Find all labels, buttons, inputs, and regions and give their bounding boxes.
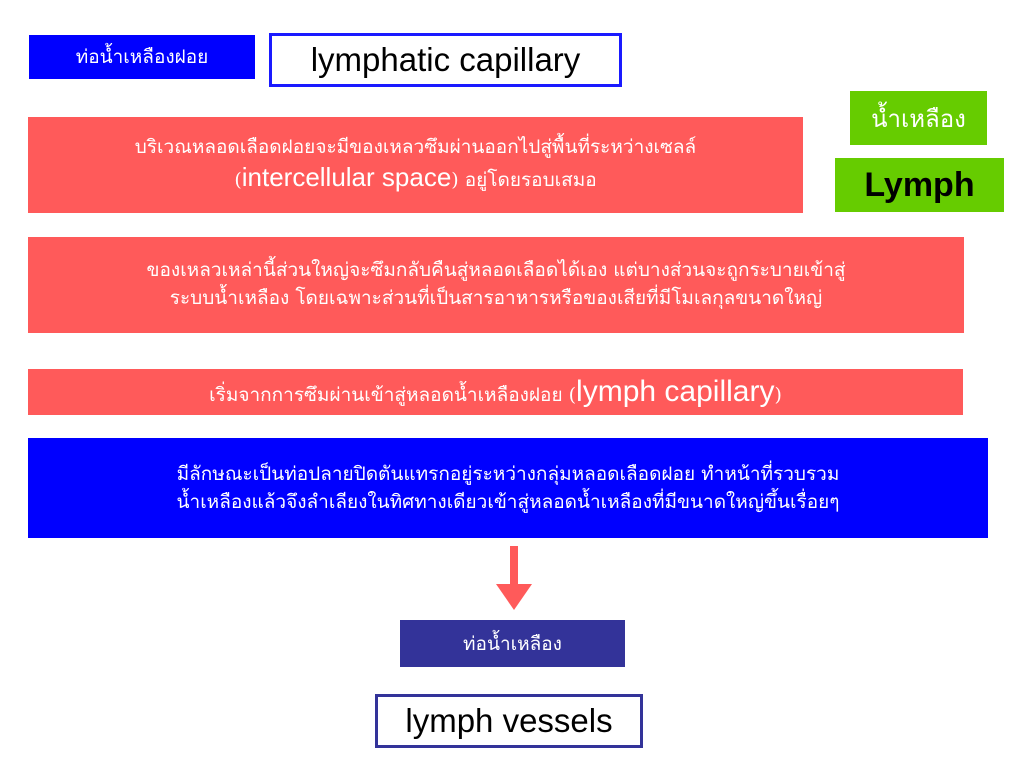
fluid-return-description: ของเหลวเหล่านี้ส่วนใหญ่จะซึมกลับคืนสู่หล… — [28, 237, 964, 333]
intercellular-space-term: intercellular space — [241, 162, 452, 193]
box4-line1: มีลักษณะเป็นท่อปลายปิดตันแทรกอยู่ระหว่าง… — [176, 462, 840, 485]
box1-line2: (intercellular space) อยู่โดยรอบเสมอ — [28, 160, 803, 195]
lymphatic-capillary-thai-text: ท่อน้ำเหลืองฝอย — [75, 46, 209, 68]
lymph-vessels-thai-text: ท่อน้ำเหลือง — [463, 632, 562, 655]
box4-line2: น้ำเหลืองแล้วจึงลำเลียงในทิศทางเดียวเข้า… — [176, 491, 840, 513]
box1-line1: บริเวณหลอดเลือดฝอยจะมีของเหลวซึมผ่านออกไ… — [134, 135, 697, 158]
box3-close-paren: ) — [774, 383, 782, 406]
lymph-capillary-term: lymph capillary — [576, 374, 775, 408]
lymphatic-capillary-thai-label: ท่อน้ำเหลืองฝอย — [29, 35, 255, 79]
lymph-english-label: Lymph — [835, 158, 1004, 212]
down-arrow-icon — [496, 546, 532, 610]
capillary-structure-description: มีลักษณะเป็นท่อปลายปิดตันแทรกอยู่ระหว่าง… — [28, 438, 988, 538]
box3-text-before: เริ่มจากการซึมผ่านเข้าสู่หลอดน้ำเหลืองฝอ… — [209, 383, 577, 406]
box1-line2-rest: อยู่โดยรอบเสมอ — [458, 169, 597, 192]
lymph-thai-label: น้ำเหลือง — [850, 91, 987, 145]
lymph-vessels-english-text: lymph vessels — [405, 702, 613, 739]
lymph-capillary-entry-description: เริ่มจากการซึมผ่านเข้าสู่หลอดน้ำเหลืองฝอ… — [28, 369, 963, 415]
lymphatic-capillary-english-label: lymphatic capillary — [269, 33, 622, 87]
lymphatic-capillary-english-text: lymphatic capillary — [310, 41, 581, 78]
lymph-vessels-english-label: lymph vessels — [375, 694, 643, 748]
box1-open-paren: ( — [234, 169, 242, 192]
box3-line: เริ่มจากการซึมผ่านเข้าสู่หลอดน้ำเหลืองฝอ… — [209, 375, 782, 410]
lymph-english-text: Lymph — [864, 165, 975, 204]
lymph-thai-text: น้ำเหลือง — [871, 104, 966, 133]
box2-line2: ระบบน้ำเหลือง โดยเฉพาะส่วนที่เป็นสารอาหา… — [169, 287, 823, 309]
box1-close-paren: ) — [451, 169, 459, 192]
intercellular-space-description: บริเวณหลอดเลือดฝอยจะมีของเหลวซึมผ่านออกไ… — [28, 117, 803, 213]
box2-line1: ของเหลวเหล่านี้ส่วนใหญ่จะซึมกลับคืนสู่หล… — [146, 259, 846, 282]
lymph-vessels-thai-label: ท่อน้ำเหลือง — [400, 620, 625, 667]
